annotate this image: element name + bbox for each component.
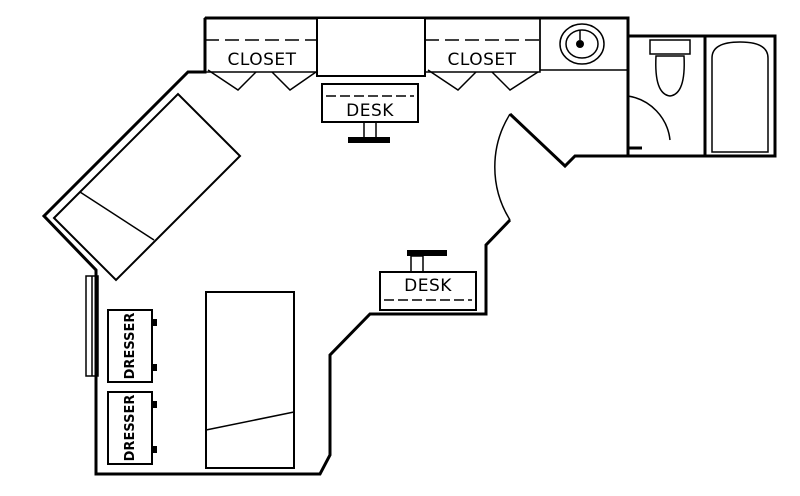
window — [85, 275, 99, 377]
desk-top-label: DESK — [346, 101, 394, 121]
desk-top: DESK — [321, 83, 419, 143]
closet-right-label: CLOSET — [447, 50, 516, 70]
bathtub — [711, 41, 769, 153]
bathroom-partition — [626, 96, 642, 156]
dresser-top-label: DRESSER — [123, 313, 138, 380]
desk-alcove — [316, 17, 426, 77]
closet-right: CLOSET — [424, 17, 541, 91]
bed-angled — [52, 92, 242, 282]
closet-left-label: CLOSET — [227, 50, 296, 70]
desk-middle: DESK — [379, 250, 477, 311]
toilet — [649, 39, 691, 97]
dresser-bottom: DRESSER — [107, 391, 157, 465]
room-wall-segment — [508, 34, 777, 169]
dresser-top: DRESSER — [107, 309, 157, 383]
bed-vertical — [205, 291, 295, 469]
desk-middle-label: DESK — [404, 276, 452, 296]
bathroom-door-swing — [627, 95, 671, 141]
sink — [539, 17, 629, 71]
dresser-bottom-label: DRESSER — [123, 395, 138, 462]
room-door-swing — [494, 113, 511, 221]
closet-left: CLOSET — [204, 17, 318, 91]
